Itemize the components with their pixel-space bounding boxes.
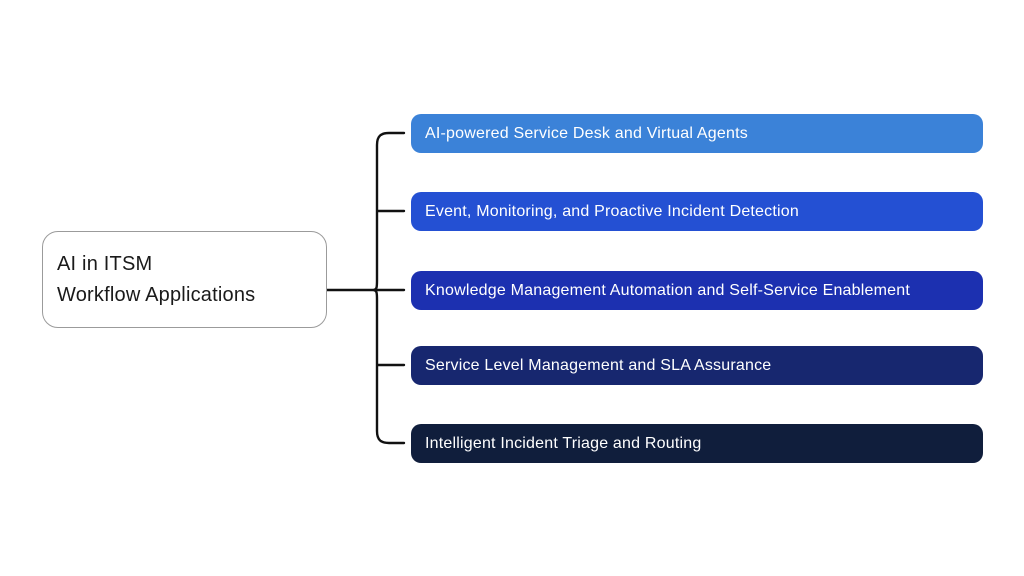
branch-node-label: Knowledge Management Automation and Self…: [425, 281, 910, 299]
branch-node-incident-triage[interactable]: Intelligent Incident Triage and Routing: [411, 424, 983, 463]
branch-node-ai-service-desk[interactable]: AI-powered Service Desk and Virtual Agen…: [411, 114, 983, 153]
root-node-label-line2: Workflow Applications: [57, 283, 256, 306]
branch-node-label: Service Level Management and SLA Assuran…: [425, 356, 772, 374]
branch-node-service-level-management[interactable]: Service Level Management and SLA Assuran…: [411, 346, 983, 385]
branch-node-knowledge-management[interactable]: Knowledge Management Automation and Self…: [411, 271, 983, 310]
branch-node-label: AI-powered Service Desk and Virtual Agen…: [425, 124, 748, 142]
root-node[interactable]: AI in ITSM Workflow Applications: [42, 231, 327, 328]
connector-path: [324, 131, 406, 445]
root-node-label-line1: AI in ITSM: [57, 252, 153, 275]
branch-node-label: Event, Monitoring, and Proactive Inciden…: [425, 202, 799, 220]
branch-node-event-monitoring[interactable]: Event, Monitoring, and Proactive Inciden…: [411, 192, 983, 231]
branch-node-label: Intelligent Incident Triage and Routing: [425, 434, 702, 452]
